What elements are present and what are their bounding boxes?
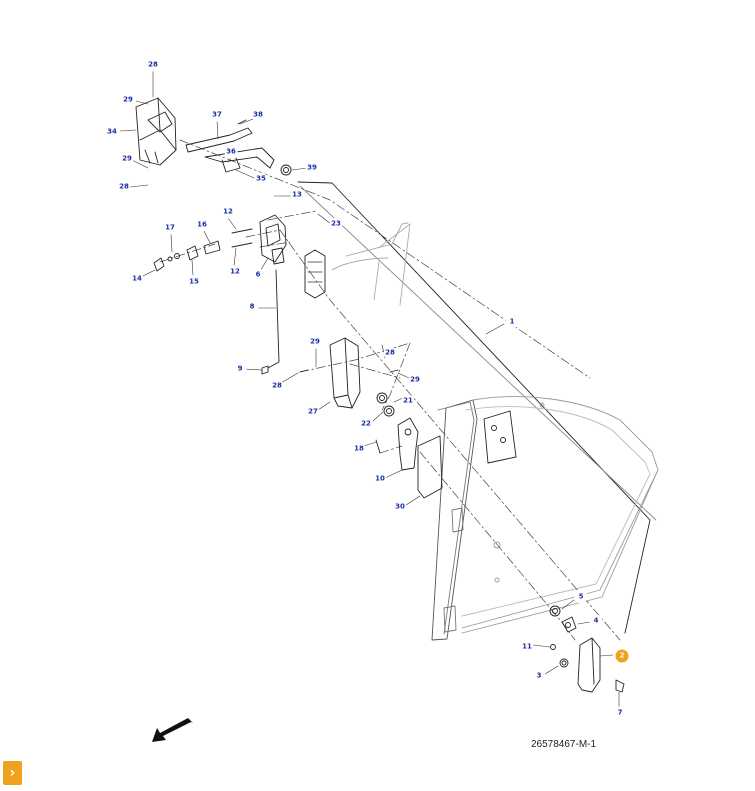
part-6-latch — [231, 214, 287, 265]
callout-37: 37 — [210, 108, 224, 122]
callout-22: 22 — [359, 417, 373, 431]
callout-13: 13 — [290, 188, 304, 202]
callout-29: 29 — [308, 335, 322, 349]
callout-28: 28 — [270, 379, 284, 393]
callout-5: 5 — [574, 590, 588, 604]
callout-12: 12 — [228, 265, 242, 279]
expand-button[interactable]: › — [3, 761, 22, 785]
assembly-axes — [159, 139, 621, 641]
callout-14: 14 — [130, 272, 144, 286]
callout-29: 29 — [120, 152, 134, 166]
callout-34: 34 — [105, 125, 119, 139]
callout-8: 8 — [245, 300, 259, 314]
parts-2-7-lower-handle — [549, 605, 625, 693]
callout-28: 28 — [383, 346, 397, 360]
part-8-rod — [261, 269, 280, 375]
callout-11: 11 — [520, 640, 534, 654]
cab-frame — [297, 181, 659, 641]
callout-29: 29 — [408, 373, 422, 387]
callout-9: 9 — [233, 362, 247, 376]
parts-14-17-hardware — [153, 240, 221, 272]
part-37-handle — [185, 119, 292, 176]
callout-17: 17 — [163, 221, 177, 235]
callout-3: 3 — [532, 669, 546, 683]
callout-12: 12 — [221, 205, 235, 219]
part-34-cover — [135, 97, 177, 166]
callout-28: 28 — [146, 58, 160, 72]
callout-38: 38 — [251, 108, 265, 122]
callout-10: 10 — [373, 472, 387, 486]
callout-4: 4 — [589, 614, 603, 628]
parts-10-30-bracket — [375, 392, 443, 499]
callout-27: 27 — [306, 405, 320, 419]
leader-lines — [119, 70, 620, 708]
callout-2: 2 — [615, 649, 629, 663]
direction-arrow — [152, 718, 193, 742]
callout-18: 18 — [352, 442, 366, 456]
drawing-number: 26578467-M-1 — [531, 739, 597, 750]
callout-16: 16 — [195, 218, 209, 232]
callout-23: 23 — [329, 217, 343, 231]
callout-35: 35 — [254, 172, 268, 186]
callout-6: 6 — [251, 268, 265, 282]
part-27-housing — [299, 337, 399, 409]
callout-39: 39 — [305, 161, 319, 175]
callout-21: 21 — [401, 394, 415, 408]
callout-36: 36 — [224, 145, 238, 159]
chevron-right-icon: › — [9, 765, 16, 781]
callout-28: 28 — [117, 180, 131, 194]
callout-7: 7 — [613, 706, 627, 720]
callout-30: 30 — [393, 500, 407, 514]
callout-1: 1 — [505, 315, 519, 329]
callout-29: 29 — [121, 93, 135, 107]
callout-15: 15 — [187, 275, 201, 289]
